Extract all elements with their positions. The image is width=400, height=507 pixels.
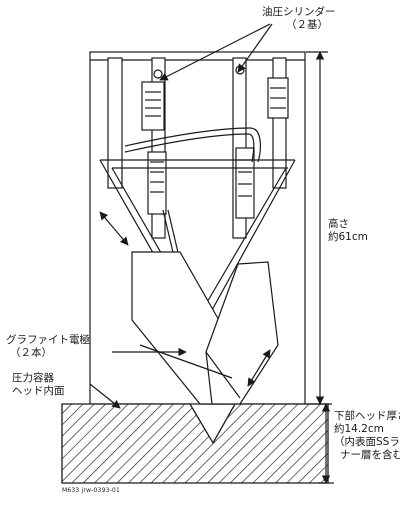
head-thickness-line1: 下部ヘッド厚さ <box>334 410 400 422</box>
electrode-label-line1: グラファイト電極 <box>6 334 90 346</box>
head-thickness-line2: 約14.2cm <box>334 423 384 435</box>
hydraulic-hose <box>124 127 261 163</box>
hydraulic-cylinder-right <box>232 57 289 239</box>
cylinder-leader-right <box>237 23 273 73</box>
vessel-leader <box>89 383 121 409</box>
vessel-label: 圧力容器 ヘッド内面 <box>12 372 65 398</box>
vessel-label-line1: 圧力容器 <box>12 372 54 384</box>
cylinder-label: 油圧シリンダー （２基） <box>262 6 336 32</box>
electrode-label-line2: （２本） <box>10 347 52 359</box>
motion-arrow-left <box>99 211 129 246</box>
cylinder-leader-left <box>159 23 271 81</box>
head-thickness-line4: ナー層を含む） <box>340 449 400 461</box>
height-label: 高さ 約61cm <box>328 218 368 244</box>
head-thickness-line3: （内表面SSライ <box>334 436 400 448</box>
figure-code: M633 jrw-0393-01 <box>62 487 121 494</box>
height-label-line1: 高さ <box>328 218 349 230</box>
motion-arrow-right <box>247 349 271 387</box>
graphite-electrode-right <box>205 261 279 405</box>
height-label-line2: 約61cm <box>328 231 368 243</box>
cylinder-label-line2: （２基） <box>286 19 328 31</box>
electrode-label: グラファイト電極 （２本） <box>6 334 90 360</box>
vessel-lower-head <box>61 403 329 484</box>
vessel-label-line2: ヘッド内面 <box>12 385 65 397</box>
cylinder-label-line1: 油圧シリンダー <box>262 6 336 18</box>
support-frame <box>89 51 306 405</box>
hydraulic-cylinder-left <box>107 57 186 293</box>
head-thickness-label: 下部ヘッド厚さ 約14.2cm （内表面SSライ ナー層を含む） <box>334 410 400 462</box>
